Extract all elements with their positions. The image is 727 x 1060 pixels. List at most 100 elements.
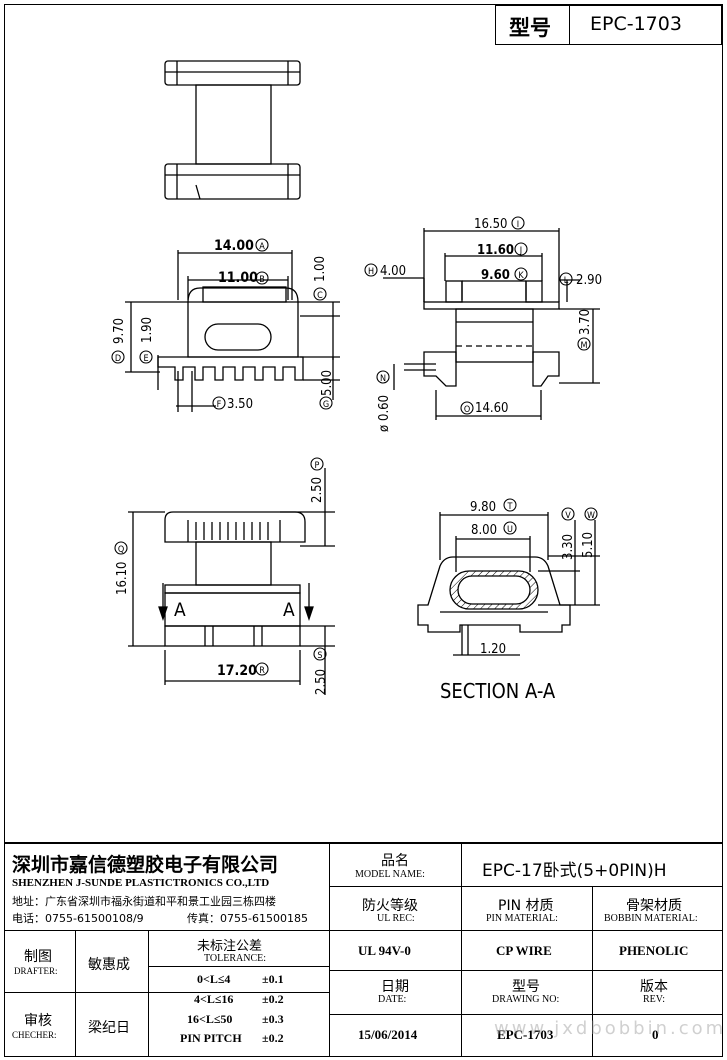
- company-phone: 电话：0755-61500108/9: [12, 912, 144, 925]
- tolerance-value-1: ±0.1: [262, 972, 284, 986]
- right-dim-4-tag: H: [368, 267, 374, 277]
- drawing-no-value: EPC-1703: [497, 1027, 554, 1042]
- title-block-top: [4, 842, 723, 844]
- ul-value: UL 94V-0: [358, 943, 411, 958]
- watermark: www.jxdbobbin.com: [494, 1018, 727, 1039]
- bobbin-material-value: PHENOLIC: [619, 943, 689, 958]
- tolerance-label-en: TOLERANCE:: [204, 953, 267, 964]
- front-dim-4: 9.70: [112, 318, 127, 344]
- model-name-label-en: MODEL NAME:: [355, 869, 425, 880]
- drafter-name: 敏惠成: [88, 957, 130, 973]
- tb-hdiv-2: [4, 930, 723, 931]
- side-dim-3-tag: R: [259, 666, 265, 676]
- right-dim-2-tag: J: [519, 246, 522, 256]
- section-dim-3: 3.30: [561, 534, 576, 560]
- right-dim-7-tag: N: [380, 374, 386, 384]
- tb-hdiv-6: [148, 966, 329, 967]
- right-dim-8: 14.60: [475, 401, 508, 416]
- front-dim-3: 1.00: [313, 256, 328, 282]
- date-label-cn: 日期: [381, 979, 409, 995]
- side-dim-1-tag: P: [315, 461, 320, 471]
- right-dim-3-tag: K: [518, 271, 524, 281]
- tb-hdiv-1: [329, 886, 723, 887]
- drawing-no-label-cn: 型号: [512, 979, 540, 995]
- front-view: [125, 250, 340, 412]
- tb-vdiv-5: [148, 930, 149, 1057]
- rev-value: 0: [652, 1027, 659, 1042]
- header-model-value: EPC-1703: [590, 13, 682, 35]
- tolerance-value-4: ±0.2: [262, 1031, 284, 1045]
- pin-material-label-en: PIN MATERIAL:: [486, 913, 558, 924]
- right-dim-2: 11.60: [477, 243, 514, 258]
- front-dim-5-tag: E: [143, 354, 148, 364]
- checker-label-cn: 审核: [24, 1013, 52, 1029]
- front-dim-5: 1.90: [140, 317, 155, 343]
- front-dim-7-tag: G: [323, 400, 329, 410]
- right-dim-5: 2.90: [576, 273, 602, 288]
- side-dim-3: 17.20: [217, 663, 257, 679]
- front-dim-2-tag: B: [259, 275, 265, 285]
- side-dim-2: 16.10: [115, 562, 130, 595]
- header-divider: [569, 5, 570, 45]
- right-dim-1-tag: I: [517, 220, 519, 230]
- tolerance-range-4: PIN PITCH: [180, 1031, 242, 1045]
- section-dim-2-tag: U: [507, 525, 513, 535]
- tb-vdiv-3: [592, 886, 593, 1057]
- right-view: [383, 228, 600, 420]
- sheet-border: [4, 4, 723, 1057]
- front-dim-2: 11.00: [218, 270, 258, 286]
- header-model-label: 型号: [509, 16, 551, 40]
- side-dim-2-tag: Q: [118, 545, 124, 555]
- model-name-label-cn: 品名: [381, 853, 409, 869]
- tb-vdiv-4: [75, 930, 76, 1057]
- checker-name: 梁纪日: [88, 1020, 130, 1036]
- tb-vdiv-1: [329, 842, 330, 1057]
- front-dim-7: 5.00: [320, 370, 335, 396]
- front-dim-3-tag: C: [317, 291, 323, 301]
- tolerance-range-3: 16<L≤50: [187, 1012, 233, 1026]
- drawing-no-label-en: DRAWING NO:: [492, 994, 560, 1005]
- rev-label-cn: 版本: [640, 979, 668, 995]
- front-dim-6: 3.50: [227, 397, 253, 412]
- pin-material-label-cn: PIN 材质: [498, 898, 554, 914]
- section-title: SECTION A-A: [440, 679, 556, 703]
- front-dim-1: 14.00: [214, 238, 254, 254]
- side-view: [128, 468, 335, 695]
- section-dim-1: 9.80: [470, 500, 496, 515]
- tolerance-label-cn: 未标注公差: [197, 939, 263, 954]
- rev-label-en: REV:: [643, 994, 666, 1005]
- section-dim-2: 8.00: [471, 523, 497, 538]
- ul-rec-label-cn: 防火等级: [362, 898, 418, 914]
- technical-drawing: 14.00 A 11.00 B 1.00 C 9.70 D 1.90 E 3.5…: [111, 60, 602, 703]
- tolerance-range-1: 0<L≤4: [197, 972, 231, 986]
- right-dim-4: 4.00: [380, 264, 406, 279]
- right-dim-1: 16.50: [474, 217, 507, 232]
- drafter-label-cn: 制图: [24, 949, 52, 965]
- front-dim-6-tag: F: [217, 400, 222, 410]
- ul-rec-label-en: UL REC:: [377, 913, 415, 924]
- company-address: 地址：广东省深圳市福永街道和平和景工业园三栋四楼: [12, 895, 276, 908]
- header-model-box: [495, 5, 722, 45]
- right-dim-3: 9.60: [481, 268, 510, 283]
- section-mark-left: A: [174, 599, 186, 621]
- checker-label-en: CHECHER:: [12, 1030, 57, 1040]
- date-value: 15/06/2014: [358, 1027, 418, 1042]
- top-plan-view: [164, 60, 301, 200]
- side-dim-4-tag: S: [317, 651, 322, 661]
- right-dim-6-tag: M: [581, 341, 588, 351]
- section-dim-4: 5.10: [581, 532, 596, 558]
- side-dim-4: 2.50: [314, 669, 329, 695]
- drafter-label-en: DRAFTER:: [14, 966, 58, 976]
- front-dim-4-tag: D: [115, 354, 121, 364]
- tb-hdiv-3: [329, 970, 723, 971]
- pin-material-value: CP WIRE: [496, 943, 552, 958]
- front-dim-1-tag: A: [259, 242, 265, 252]
- right-dim-8-tag: O: [464, 405, 470, 415]
- section-dim-3-tag: V: [565, 511, 571, 521]
- right-dim-7-prefix: ø: [377, 425, 392, 432]
- tb-hdiv-4: [329, 1014, 723, 1015]
- right-dim-6: 3.70: [578, 309, 593, 335]
- section-dim-4-tag: W: [587, 511, 595, 521]
- section-a-a: [417, 512, 600, 656]
